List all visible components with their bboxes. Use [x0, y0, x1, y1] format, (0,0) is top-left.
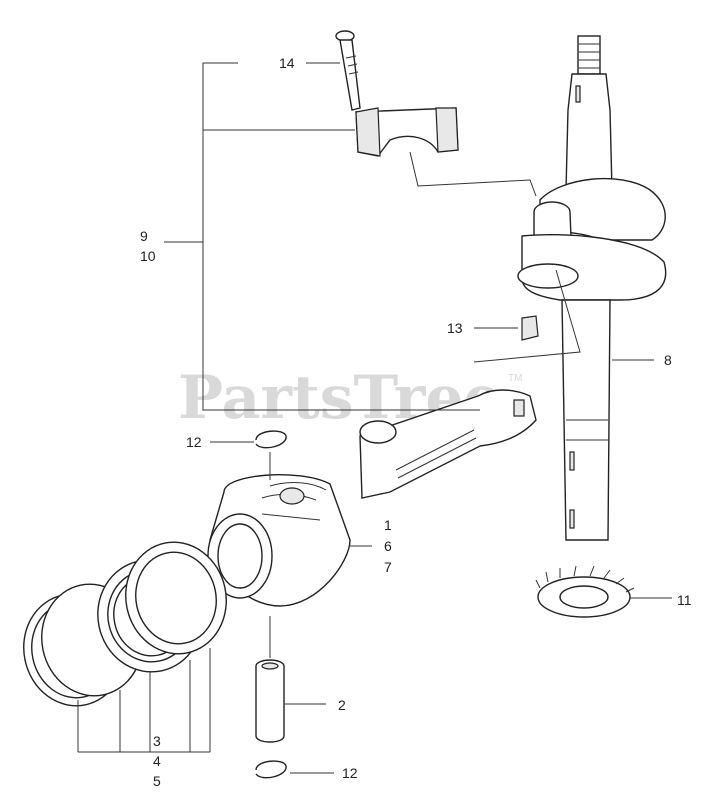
crank-gear[interactable] — [535, 565, 635, 618]
circlip-top[interactable] — [255, 430, 287, 449]
callout-3: 3 — [153, 733, 161, 749]
piston-ring-set[interactable] — [13, 533, 236, 715]
crankshaft[interactable] — [517, 35, 667, 541]
assembly-bracket — [202, 62, 480, 411]
callout-12-top: 12 — [186, 434, 202, 450]
callout-5: 5 — [153, 773, 161, 789]
woodruff-key[interactable] — [521, 315, 539, 341]
rod-cap[interactable] — [355, 107, 459, 157]
callout-1: 1 — [384, 517, 392, 533]
cap-bolt[interactable] — [335, 30, 361, 111]
callout-7: 7 — [384, 559, 392, 575]
circlip-bottom[interactable] — [255, 760, 287, 779]
callout-4: 4 — [153, 753, 161, 769]
callout-2: 2 — [338, 697, 346, 713]
cap-to-crank-leader — [409, 151, 537, 197]
callout-9: 9 — [140, 228, 148, 244]
callout-12-bottom: 12 — [342, 765, 358, 781]
rod-to-crank-leader — [473, 269, 581, 363]
callout-14: 14 — [279, 55, 295, 71]
piston-pin[interactable] — [255, 659, 285, 743]
connecting-rod[interactable] — [359, 389, 537, 499]
piston[interactable] — [207, 474, 351, 607]
watermark-trademark: TM — [508, 373, 522, 384]
callout-10: 10 — [140, 248, 156, 264]
callout-6: 6 — [384, 538, 392, 554]
callout-11: 11 — [677, 592, 692, 608]
callout-13: 13 — [447, 320, 463, 336]
callout-8: 8 — [664, 352, 672, 368]
ring-leader-bracket — [77, 648, 211, 753]
